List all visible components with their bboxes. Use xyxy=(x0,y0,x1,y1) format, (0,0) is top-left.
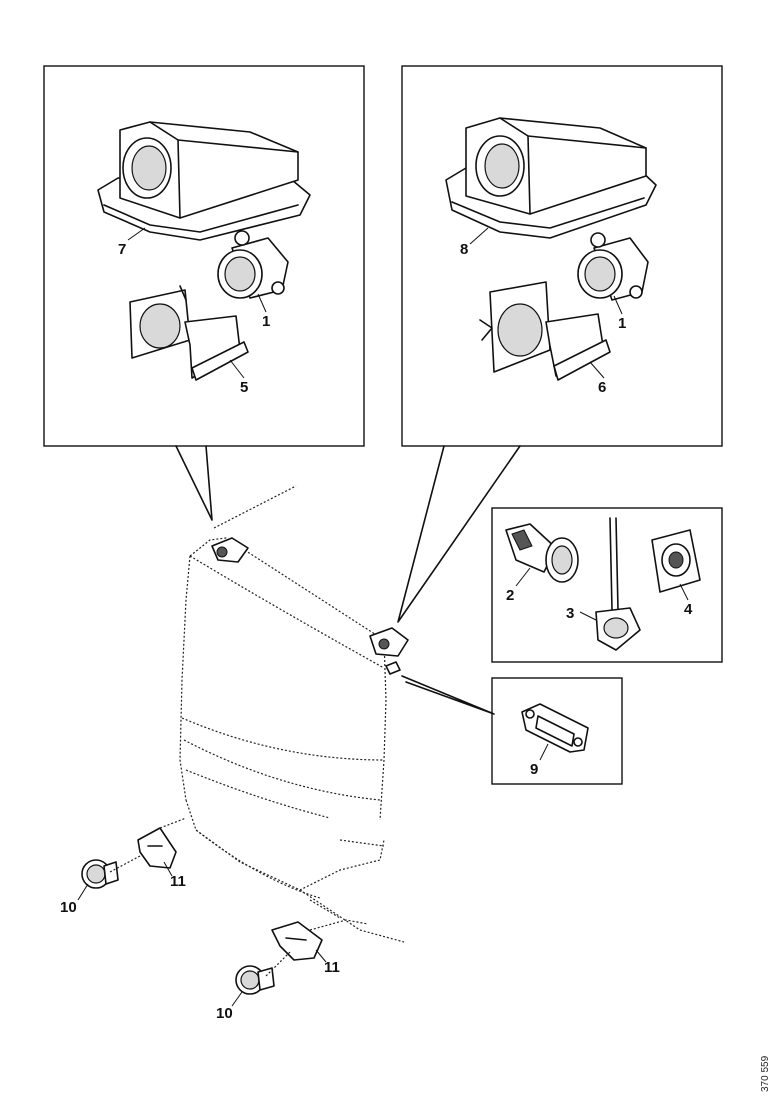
detail-box-connectors: 2 3 4 xyxy=(491,507,723,663)
callout-9: 9 xyxy=(530,761,538,778)
leader-3 xyxy=(579,611,597,621)
bracket-5 xyxy=(129,285,249,381)
side-marker-9 xyxy=(521,703,589,753)
leader-5 xyxy=(229,359,245,379)
callout-2: 2 xyxy=(506,587,514,604)
connector-2 xyxy=(505,523,579,583)
lamp-1-right xyxy=(577,232,649,301)
callout-3: 3 xyxy=(566,605,574,622)
lamp-assembly-upper: 11 10 xyxy=(60,817,187,916)
housing-7 xyxy=(97,121,311,241)
leader-2 xyxy=(515,567,531,587)
bulb-holder-3 xyxy=(595,517,641,651)
lamp-10-upper xyxy=(81,859,119,889)
callout-8: 8 xyxy=(460,241,468,258)
bracket-6 xyxy=(479,281,611,381)
leader-1-left xyxy=(257,293,267,313)
leader-6 xyxy=(589,361,605,379)
bracket-11-lower xyxy=(271,919,369,961)
lamp-assembly-lower: 11 10 xyxy=(216,919,369,1022)
callout-1-left: 1 xyxy=(262,313,270,330)
cab-side-marker xyxy=(385,661,401,675)
detail-box-side-marker: 9 xyxy=(491,677,623,785)
bracket-11-upper xyxy=(137,817,187,869)
detail-box-left: 7 1 5 xyxy=(43,65,365,447)
leader-11-upper xyxy=(163,861,173,877)
leader-10-upper xyxy=(77,883,89,901)
leader-7 xyxy=(127,227,146,241)
leader-4 xyxy=(679,583,689,601)
pointer-marker-9 xyxy=(401,675,495,715)
leader-10-lower xyxy=(231,991,243,1007)
pointer-right xyxy=(397,445,521,623)
cab-roof-lamp-right xyxy=(369,627,409,657)
cab-roof-lamp-left xyxy=(211,537,249,563)
callout-7: 7 xyxy=(118,241,126,258)
callout-6: 6 xyxy=(598,379,606,396)
callout-5: 5 xyxy=(240,379,248,396)
lamp-10-lower xyxy=(235,965,275,995)
leader-9 xyxy=(539,743,549,761)
document-id: 370 559 xyxy=(760,1055,771,1092)
leader-11-lower xyxy=(315,949,327,963)
callout-4: 4 xyxy=(684,601,693,618)
pointer-left xyxy=(175,445,213,521)
leader-1-right xyxy=(613,295,623,315)
housing-8 xyxy=(445,117,657,239)
callout-1-right: 1 xyxy=(618,315,626,332)
callout-10-lower: 10 xyxy=(216,1005,233,1022)
detail-box-right: 8 1 6 xyxy=(401,65,723,447)
callout-11-upper: 11 xyxy=(170,873,186,890)
leader-8 xyxy=(469,227,489,245)
callout-11-lower: 11 xyxy=(324,959,340,976)
lamp-1-left xyxy=(217,230,289,299)
socket-4 xyxy=(651,529,701,593)
cab-body xyxy=(179,485,405,943)
callout-10-upper: 10 xyxy=(60,899,77,916)
